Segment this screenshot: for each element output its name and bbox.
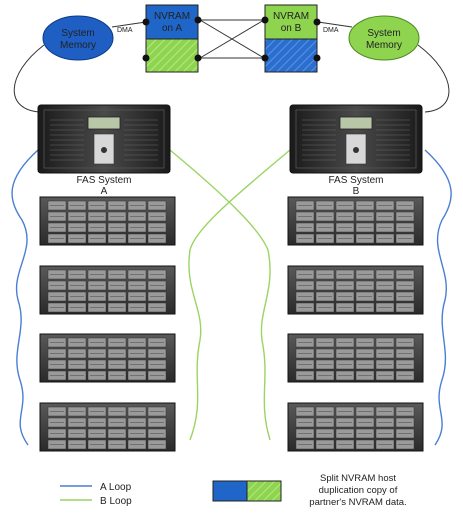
dma-b-line — [317, 21, 353, 28]
disk-shelf — [287, 402, 424, 452]
disk-shelf — [39, 265, 176, 315]
memory-b-label-1: System — [367, 28, 400, 39]
dma-a-line — [111, 21, 147, 28]
legend-split-green-swatch — [246, 480, 282, 502]
legend-split-blue-swatch — [212, 480, 248, 502]
memory-a-label-1: System — [61, 28, 94, 39]
legend-a-loop-label: A Loop — [100, 482, 132, 493]
disk-shelf — [287, 333, 424, 383]
legend-b-loop-label: B Loop — [100, 496, 132, 507]
dma-b-label: DMA — [323, 27, 339, 34]
fas-b-label-2: B — [353, 186, 360, 197]
dma-a-label: DMA — [117, 27, 133, 34]
legend-split-text-1: Split NVRAM host — [320, 473, 396, 484]
memory-a-label-2: Memory — [60, 40, 96, 51]
disk-shelf — [287, 196, 424, 246]
nvram-a-label-2: on A — [162, 23, 182, 34]
nvram-b-label-2: on B — [281, 23, 302, 34]
fas-system-a — [37, 104, 171, 174]
fas-b-label-1: FAS System — [328, 175, 383, 186]
nvram-a: NVRAM on A — [142, 4, 202, 73]
disk-shelf — [39, 196, 176, 246]
fas-a-label-1: FAS System — [76, 175, 131, 186]
system-memory-a: System Memory — [42, 15, 114, 61]
legend: A Loop B Loop Split NVRAM host duplicati… — [60, 473, 407, 508]
disk-shelf — [287, 265, 424, 315]
legend-split-text-3: partner's NVRAM data. — [309, 497, 406, 508]
nvram-interconnect — [199, 19, 265, 59]
disk-shelf — [39, 402, 176, 452]
nvram-a-label-1: NVRAM — [154, 11, 190, 22]
nvram-b: NVRAM on B — [261, 4, 321, 73]
system-memory-b: System Memory — [348, 15, 420, 61]
legend-split-text-2: duplication copy of — [319, 485, 398, 496]
disk-shelf — [39, 333, 176, 383]
fas-system-b — [289, 104, 423, 174]
b-loop-lines — [169, 149, 291, 441]
disk-shelves — [39, 196, 424, 452]
memory-a-to-fas-a-line — [13, 44, 45, 113]
memory-b-label-2: Memory — [366, 40, 402, 51]
nvram-b-label-1: NVRAM — [273, 11, 309, 22]
memory-b-to-fas-b-line — [417, 44, 450, 113]
fas-a-label-2: A — [101, 186, 108, 197]
a-loop-lines — [11, 149, 452, 446]
